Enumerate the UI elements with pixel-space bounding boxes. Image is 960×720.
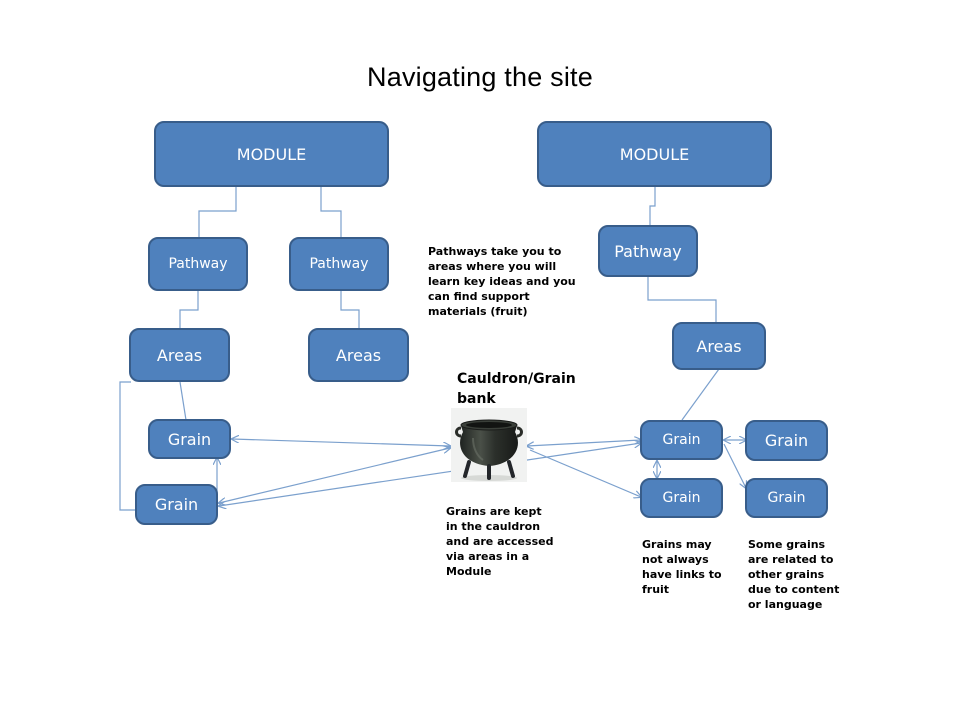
link-module-left-to-pathway-1: [198, 187, 237, 238]
module-box-right: MODULE: [537, 121, 772, 187]
link-module-left-to-pathway-2: [320, 187, 342, 238]
areas-box-left-2: Areas: [308, 328, 409, 382]
grain-box-right-main: Grain: [640, 420, 723, 460]
grain-box-left-2: Grain: [135, 484, 218, 525]
grain-box-right-side-top: Grain: [745, 420, 828, 461]
pathway-box-right: Pathway: [598, 225, 698, 277]
link-grain-2-cauldron: [219, 448, 450, 503]
link-cauldron-grain-main: [527, 440, 641, 446]
grain-box-right-lower: Grain: [640, 478, 723, 518]
link-areas-right-to-grain: [681, 368, 720, 421]
note-grains-kept: Grains are kept in the cauldron and are …: [446, 505, 554, 578]
note-grains-related: Some grains are related to other grains …: [748, 538, 840, 611]
link-pathway-2-to-areas-2: [340, 291, 360, 329]
link-areas-1-to-grain-2: [119, 381, 136, 511]
pathway-box-left-1: Pathway: [148, 237, 248, 291]
grain-box-left-1: Grain: [148, 419, 231, 459]
link-cauldron-grain-lower: [529, 449, 641, 497]
link-pathway-to-areas-right: [647, 277, 717, 323]
note-grains-links: Grains may not always have links to frui…: [642, 538, 722, 596]
link-grain-2-cauldron-right: [219, 443, 641, 506]
pathway-box-left-2: Pathway: [289, 237, 389, 291]
areas-box-left-1: Areas: [129, 328, 230, 382]
cauldron-pot-icon: [451, 408, 527, 482]
link-pathway-1-to-areas-1: [179, 291, 199, 329]
link-module-right-to-pathway: [649, 187, 656, 226]
module-box-left: MODULE: [154, 121, 389, 187]
note-pathways: Pathways take you to areas where you wil…: [428, 245, 576, 318]
areas-box-right: Areas: [672, 322, 766, 370]
link-grain-main-side-bottom: [723, 443, 746, 488]
link-areas-1-to-grain-1: [179, 381, 187, 421]
cauldron-caption: Cauldron/Grain bank: [457, 371, 576, 407]
grain-box-right-side-bottom: Grain: [745, 478, 828, 518]
page-title: Navigating the site: [367, 62, 593, 92]
link-grain-1-cauldron: [232, 439, 450, 446]
